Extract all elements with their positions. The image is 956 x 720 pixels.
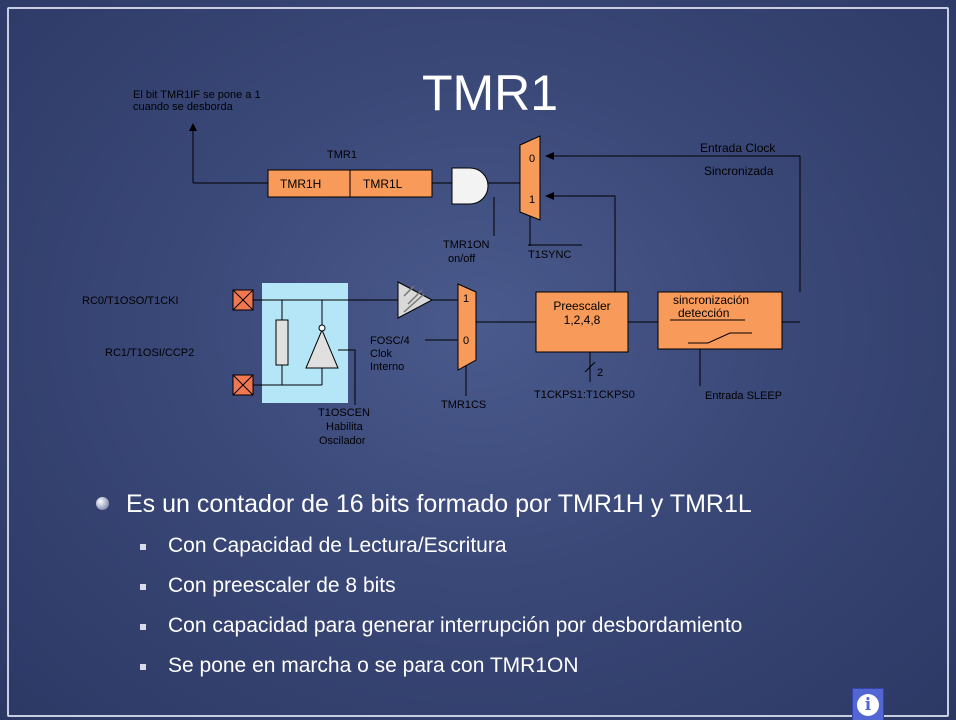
- slide-title: TMR1: [421, 65, 559, 121]
- overflow-note-line1: El bit TMR1IF se pone a 1: [133, 89, 261, 101]
- square-bullet-icon: [140, 664, 146, 670]
- sub-bullet: Con capacidad para generar interrupción …: [134, 613, 896, 639]
- on-off-label: on/off: [448, 253, 476, 265]
- tmr1-register-label: TMR1: [327, 149, 357, 161]
- sync-clock-line: [548, 155, 801, 292]
- deteccion-label: detección: [678, 306, 729, 320]
- main-bullet-text: Es un contador de 16 bits formado por TM…: [126, 490, 752, 518]
- info-icon[interactable]: i: [852, 688, 884, 720]
- interno-label: Interno: [370, 361, 404, 373]
- overflow-arrowhead: [189, 123, 197, 131]
- square-bullet-icon: [140, 584, 146, 590]
- t1oscen-label: T1OSCEN: [318, 407, 370, 419]
- fosc-label: FOSC/4: [370, 335, 410, 347]
- tmr1on-label: TMR1ON: [443, 239, 490, 251]
- sync-label: sincronización: [673, 293, 749, 307]
- tmr1cs-label: TMR1CS: [441, 399, 486, 411]
- buffer-hatch: [403, 285, 425, 313]
- entrada-sleep-label: Entrada SLEEP: [705, 390, 782, 402]
- and-gate: [451, 167, 489, 205]
- sync-mux-input-1: 1: [529, 194, 535, 206]
- sub-bullet-text: Con preescaler de 8 bits: [168, 574, 396, 597]
- clock-mux-input-1: 1: [463, 293, 469, 305]
- sync-clock-arrowhead: [545, 152, 554, 160]
- tmr1h-block: [267, 169, 351, 198]
- oscilador-label: Oscilador: [319, 435, 366, 447]
- sub-bullet: Se pone en marcha o se para con TMR1ON: [134, 653, 896, 679]
- habilita-label: Habilita: [326, 421, 364, 433]
- feedback-resistor: [275, 319, 289, 366]
- t1ckps-label: T1CKPS1:T1CKPS0: [534, 389, 635, 401]
- clok-label: Clok: [370, 348, 393, 360]
- t1sync-label: T1SYNC: [528, 249, 571, 261]
- sphere-bullet-icon: [96, 497, 109, 510]
- prescaler-block: [535, 291, 629, 353]
- bus-slash: [584, 361, 596, 373]
- rc0-label: RC0/T1OSO/T1CKI: [82, 295, 179, 307]
- oscillator-inverter: [305, 328, 339, 369]
- clock-mux-input-0: 0: [463, 335, 469, 347]
- async-clock-line: [548, 195, 616, 292]
- sync-mux: [519, 135, 541, 221]
- entrada-clock-label: Entrada Clock: [700, 141, 776, 155]
- overflow-note-line2: cuando se desborda: [133, 101, 234, 113]
- sub-bullet-text: Con Capacidad de Lectura/Escritura: [168, 534, 507, 557]
- rc1-label: RC1/T1OSI/CCP2: [105, 347, 194, 359]
- sync-mux-input-0: 0: [529, 153, 535, 165]
- rc0-pin-cross: [232, 289, 254, 311]
- rc1-pin-cross: [232, 374, 254, 396]
- tmr1l-label: TMR1L: [363, 177, 403, 191]
- bullet-list: Es un contador de 16 bits formado por TM…: [96, 487, 896, 693]
- tmr1h-label: TMR1H: [280, 177, 321, 191]
- main-bullet: Es un contador de 16 bits formado por TM…: [96, 487, 896, 521]
- sub-bullet: Con Capacidad de Lectura/Escritura: [134, 533, 896, 559]
- square-bullet-icon: [140, 624, 146, 630]
- bus-width-label: 2: [597, 367, 603, 379]
- info-glyph: i: [857, 694, 879, 716]
- async-clock-arrowhead: [545, 192, 554, 200]
- prescaler-label: Preescaler: [553, 299, 610, 313]
- sub-bullet-text: Se pone en marcha o se para con TMR1ON: [168, 654, 579, 677]
- prescaler-values: 1,2,4,8: [564, 313, 601, 327]
- t1oscen-line: [338, 349, 356, 405]
- inverter-bubble: [318, 324, 326, 332]
- sincronizada-label: Sincronizada: [704, 164, 774, 178]
- schmitt-buffer: [397, 281, 434, 319]
- edge-symbol: [688, 332, 752, 344]
- slide-frame: [7, 7, 949, 717]
- sub-bullet-text: Con capacidad para generar interrupción …: [168, 614, 743, 637]
- tmr1l-block: [349, 169, 433, 198]
- square-bullet-icon: [140, 544, 146, 550]
- sub-bullet-list: Con Capacidad de Lectura/Escritura Con p…: [134, 533, 896, 679]
- sub-bullet: Con preescaler de 8 bits: [134, 573, 896, 599]
- clock-source-mux: [457, 283, 477, 371]
